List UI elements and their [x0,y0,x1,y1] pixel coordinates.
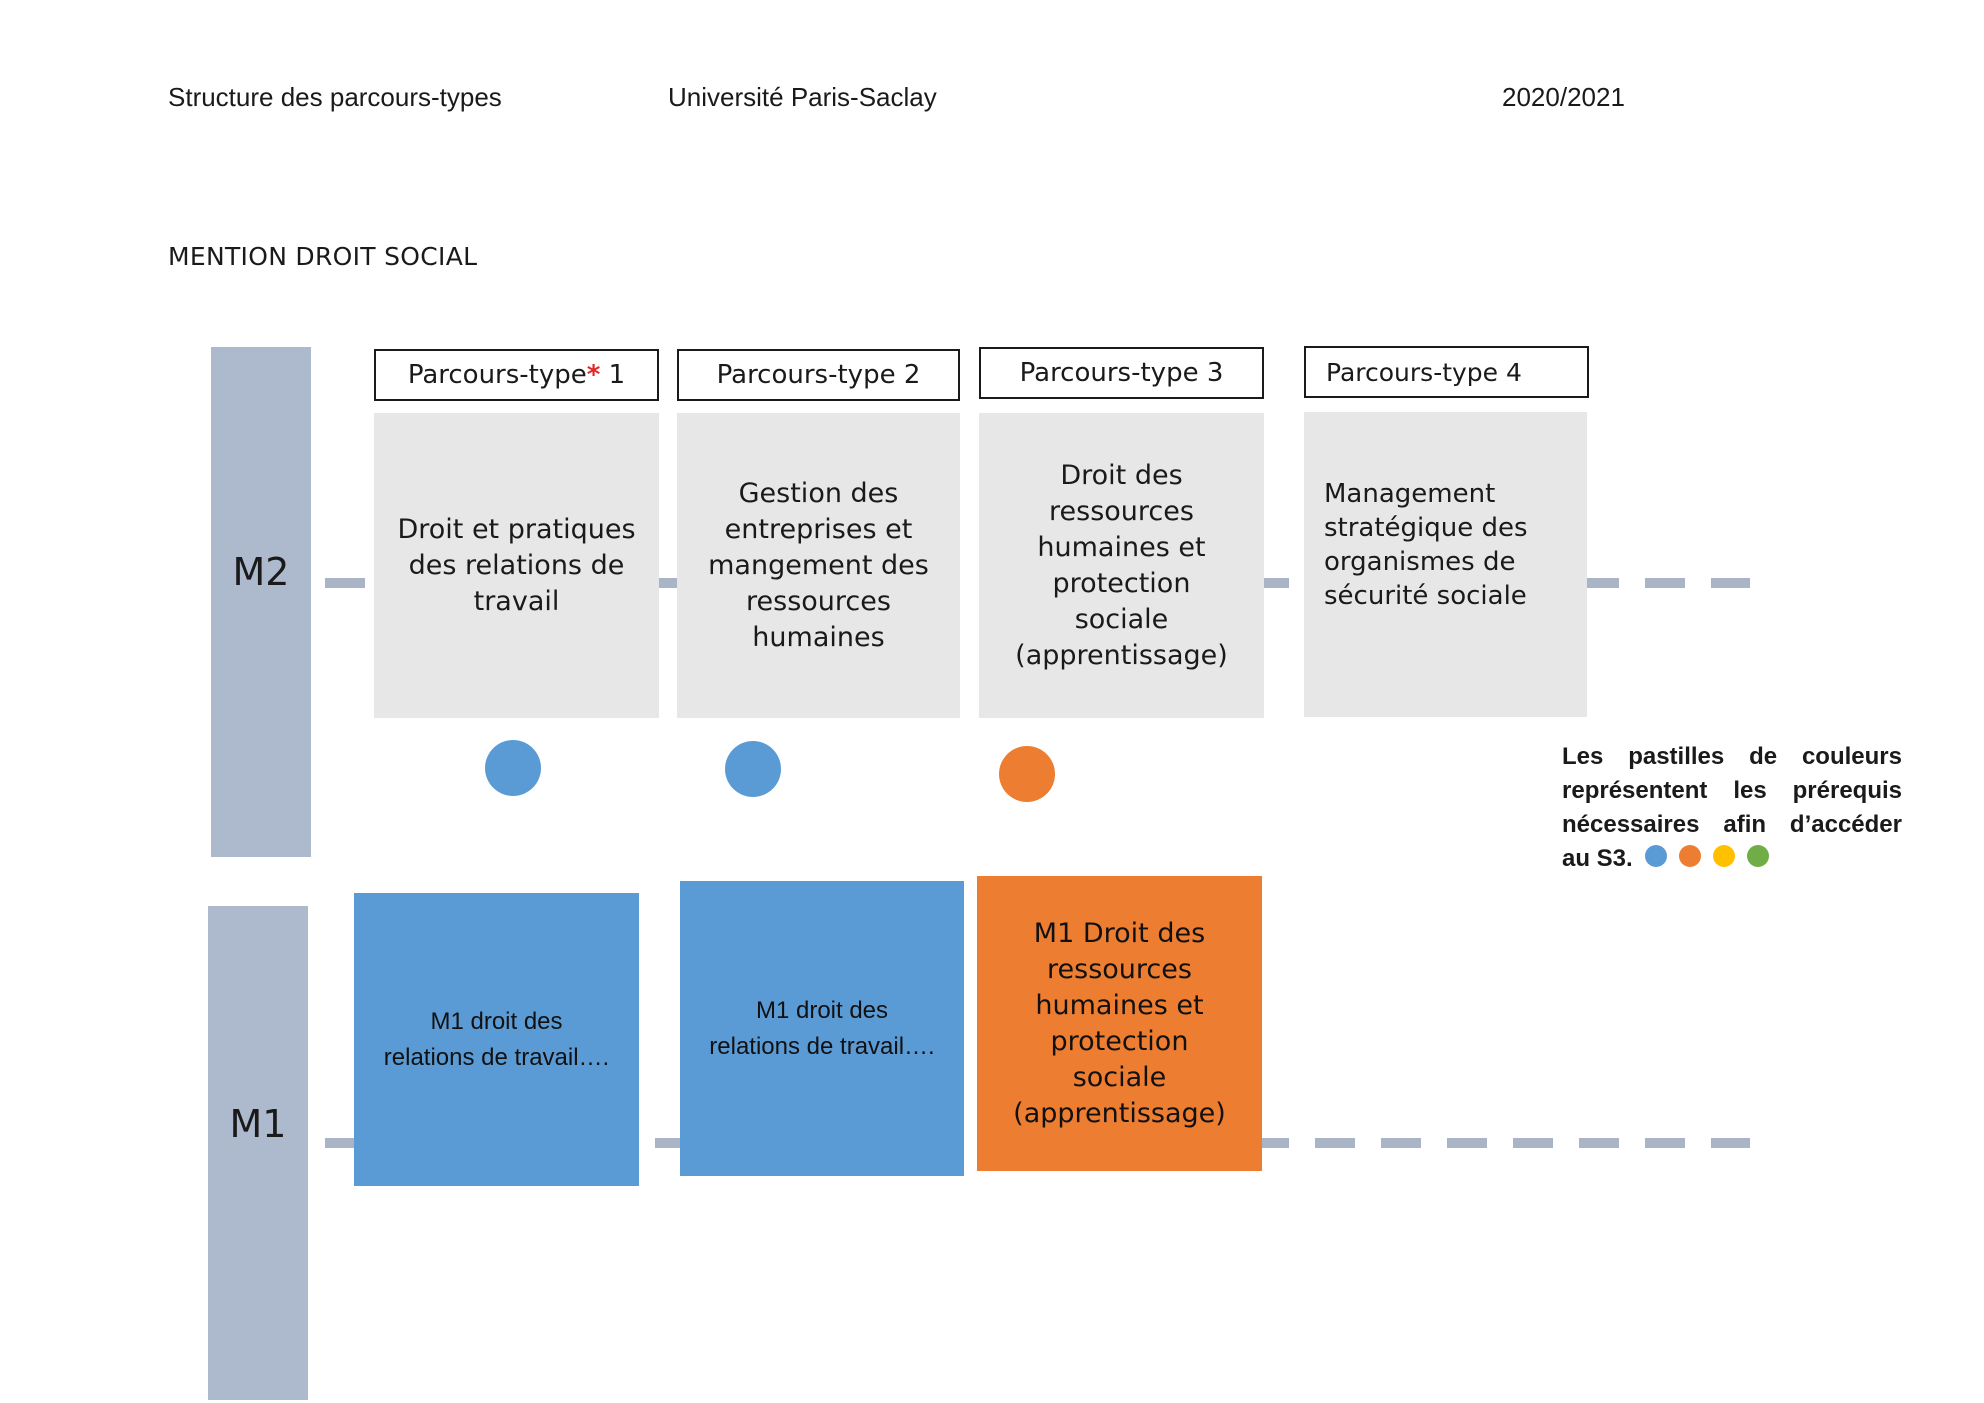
doc-header-year: 2020/2021 [1502,82,1625,112]
m2-parcours-2-text: Gestion des entreprises et mangement des… [708,477,929,653]
m2-parcours-4-text: Management stratégique des organismes de… [1324,478,1528,611]
m2-parcours-2-box: Gestion des entreprises et mangement des… [677,413,960,718]
doc-header-title: Structure des parcours-types [168,82,502,112]
prerequisite-dot-3 [999,746,1055,802]
m2-parcours-1-box: Droit et pratiques des relations de trav… [374,413,659,718]
parcours-type-3-header: Parcours-type 3 [979,347,1264,399]
legend-dot-orange-icon [1678,845,1701,867]
m2-parcours-4-box: Management stratégique des organismes de… [1304,412,1587,717]
legend-dot-green-icon [1746,845,1769,867]
mention-title: MENTION DROIT SOCIAL [168,242,478,271]
legend-text: Les pastilles de couleurs représentent l… [1562,743,1902,872]
parcours-type-4-header: Parcours-type 4 [1304,346,1589,398]
m2-parcours-1-text: Droit et pratiques des relations de trav… [397,513,636,617]
parcours-type-2-header: Parcours-type 2 [677,349,960,401]
parcours-type-3-label: Parcours-type 3 [1019,358,1224,388]
m1-box-1: M1 droit des relations de travail…. [354,893,639,1186]
prerequisite-dot-2 [725,741,781,797]
legend-dot-blue-icon [1644,845,1667,867]
m2-parcours-3-text: Droit des ressources humaines et protect… [1015,459,1228,671]
m1-box-2: M1 droit des relations de travail…. [680,881,964,1176]
m1-box-1-text: M1 droit des relations de travail…. [383,1007,610,1071]
legend-dot-yellow-icon [1712,845,1735,867]
parcours-type-2-label: Parcours-type 2 [716,360,921,390]
asterisk-icon: * [586,360,601,390]
m1-box-2-text: M1 droit des relations de travail…. [709,996,935,1060]
m1-box-3: M1 Droit des ressources humaines et prot… [977,876,1262,1171]
parcours-type-4-label: Parcours-type 4 [1326,357,1522,387]
m1-level-bar [208,906,308,1400]
m2-level-bar [211,347,311,857]
m2-parcours-3-box: Droit des ressources humaines et protect… [979,413,1264,718]
m1-level-label: M1 [229,1102,287,1146]
prerequisite-dot-1 [485,740,541,796]
parcours-type-1-number: 1 [608,360,626,390]
parcours-type-1-header: Parcours-type* 1 [374,349,659,401]
m1-box-3-text: M1 Droit des ressources humaines et prot… [1013,917,1226,1129]
m2-level-label: M2 [232,550,290,594]
doc-header-university: Université Paris-Saclay [668,82,937,112]
legend: Les pastilles de couleurs représentent l… [1562,740,1902,876]
parcours-type-1-label: Parcours-type [407,360,587,390]
